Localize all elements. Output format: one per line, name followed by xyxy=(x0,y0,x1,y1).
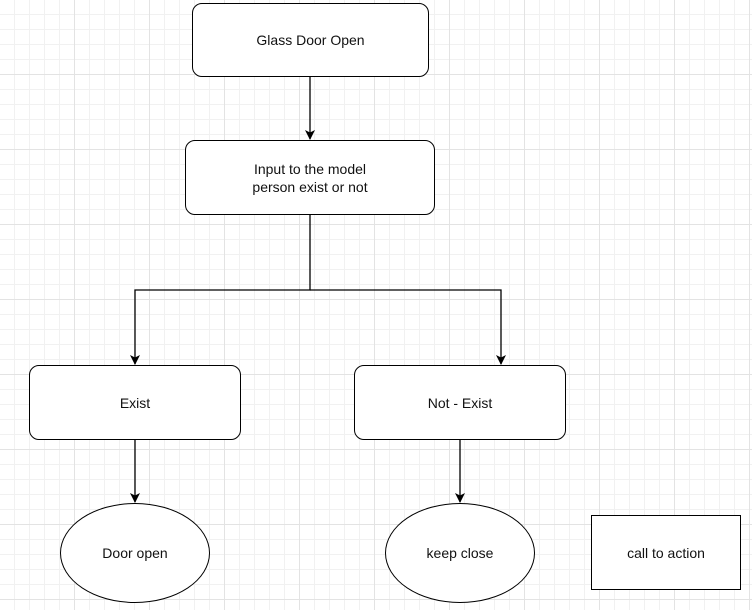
node-exist[interactable]: Exist xyxy=(29,365,241,440)
node-door-open-label: Door open xyxy=(102,545,168,561)
node-not-exist-label: Not - Exist xyxy=(427,394,493,411)
node-exist-label: Exist xyxy=(119,394,151,411)
node-not-exist[interactable]: Not - Exist xyxy=(354,365,566,440)
node-glass-door-open[interactable]: Glass Door Open xyxy=(192,3,429,77)
node-door-open[interactable]: Door open xyxy=(60,503,210,603)
node-call-to-action[interactable]: call to action xyxy=(591,515,741,590)
node-keep-close-label: keep close xyxy=(426,545,494,561)
node-call-to-action-label: call to action xyxy=(627,544,705,561)
connector-input-to-exist xyxy=(130,214,311,365)
connector-input-to-not-exist xyxy=(310,289,506,365)
node-input-to-model[interactable]: Input to the model person exist or not xyxy=(185,140,435,215)
node-glass-door-open-label: Glass Door Open xyxy=(256,32,365,48)
node-keep-close[interactable]: keep close xyxy=(385,503,535,603)
node-input-to-model-label: Input to the model person exist or not xyxy=(252,160,368,195)
